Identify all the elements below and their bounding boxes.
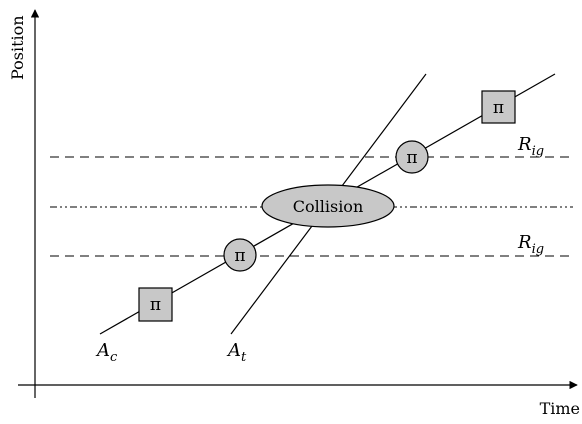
x-axis-label: Time — [540, 399, 580, 418]
threshold-label-lower: Rig — [517, 232, 544, 257]
threshold-label-upper: Rig — [517, 134, 544, 159]
y-axis-label: Position — [8, 15, 27, 80]
pi-square-label-lower: π — [150, 295, 161, 315]
pi-circle-label-lower: π — [234, 246, 245, 266]
pi-square-node-upper — [481, 90, 516, 124]
pi-circle-node-upper — [395, 140, 429, 174]
collision-label: Collision — [293, 197, 364, 216]
pi-circle-node-lower — [223, 238, 257, 272]
pi-circle-label-upper: π — [406, 148, 417, 168]
pi-square-node-lower — [138, 287, 173, 322]
trajectory-ac-label: Ac — [95, 340, 118, 365]
pi-square-label-upper: π — [493, 98, 504, 118]
collision-node — [261, 184, 395, 228]
trajectory-at-label: At — [226, 340, 247, 365]
